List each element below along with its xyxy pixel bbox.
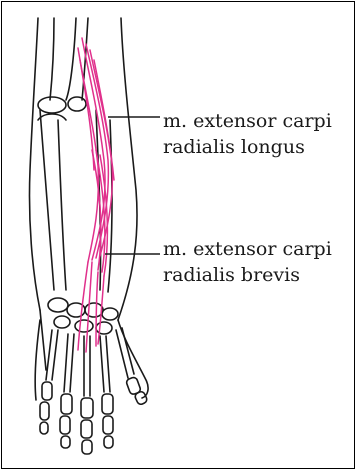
label-brevis-line1: m. extensor carpi	[163, 236, 332, 262]
label-extensor-carpi-radialis-longus: m. extensor carpi radialis longus	[163, 108, 332, 160]
label-longus-line1: m. extensor carpi	[163, 108, 332, 134]
arm-outline	[29, 18, 148, 454]
label-brevis-line2: radialis brevis	[163, 262, 332, 288]
label-extensor-carpi-radialis-brevis: m. extensor carpi radialis brevis	[163, 236, 332, 288]
leader-lines	[105, 117, 160, 254]
label-longus-line2: radialis longus	[163, 134, 332, 160]
